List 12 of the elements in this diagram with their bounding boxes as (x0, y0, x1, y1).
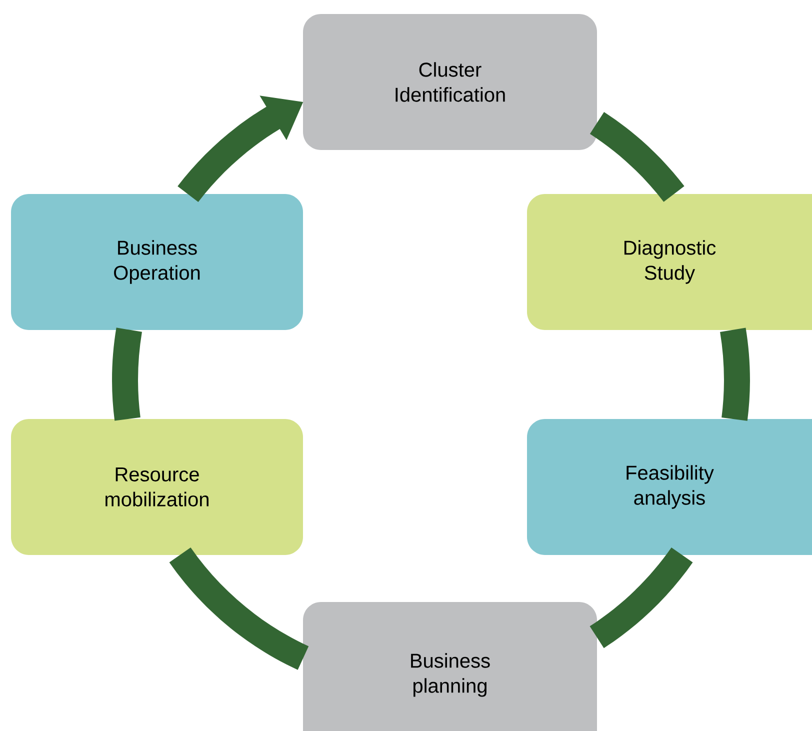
process-box: Feasibility analysis (527, 418, 812, 555)
cycle-arc (590, 547, 693, 648)
process-box: Cluster Identification (303, 14, 597, 150)
cycle-arc (590, 112, 684, 202)
process-box: Diagnostic Study (527, 194, 812, 330)
process-box: Business Operation (11, 194, 303, 330)
process-box: Resource mobilization (11, 418, 303, 555)
cycle-arc (112, 328, 142, 421)
cycle-arrow (178, 96, 304, 202)
cycle-arc (169, 548, 309, 670)
cycle-arc (720, 328, 750, 421)
process-box: Business planning (303, 602, 597, 731)
